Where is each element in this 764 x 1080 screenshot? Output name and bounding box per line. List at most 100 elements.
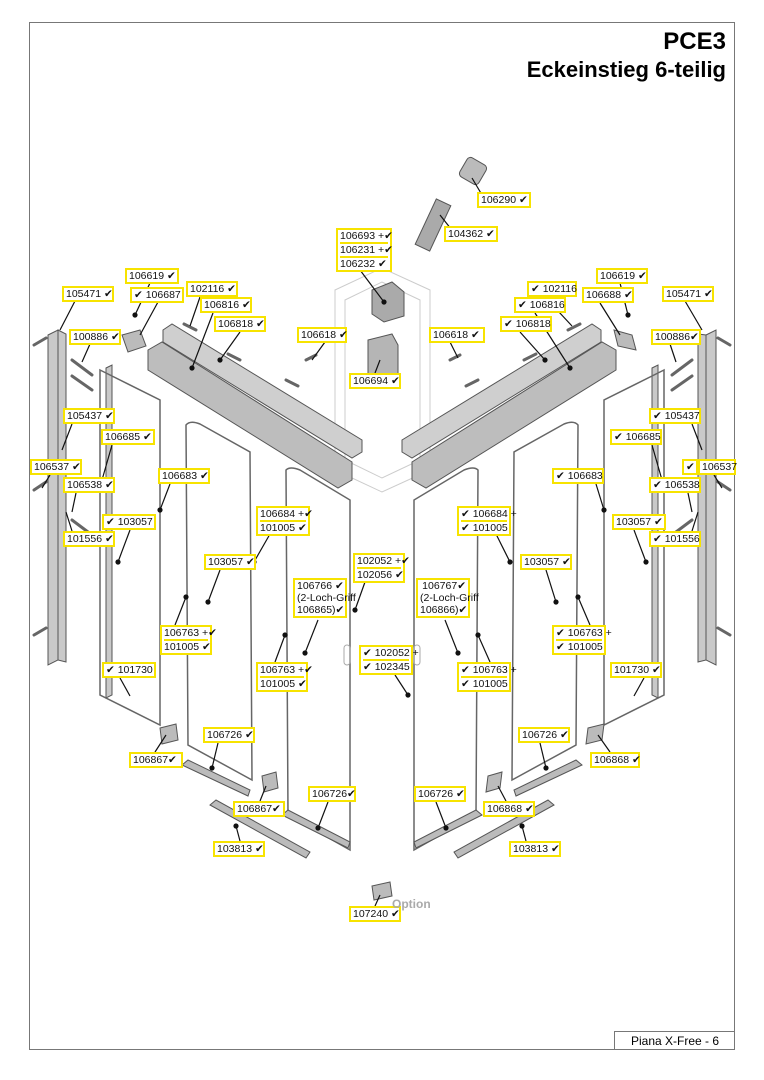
- part-number-line: 104362 ✔: [448, 228, 495, 240]
- part-number-line: 106868 ✔: [594, 754, 641, 766]
- part-number-line: 101005 ✔: [260, 520, 307, 534]
- part-number-label: ✔ 101556: [649, 531, 701, 547]
- part-number-label: 105437 ✔: [63, 408, 115, 424]
- glass-panels: [99, 368, 665, 852]
- part-number-label: 106726 ✔: [203, 727, 255, 743]
- model-subtitle: Eckeinstieg 6-teilig: [526, 57, 726, 82]
- part-number-label: 103057 ✔: [612, 514, 666, 530]
- page-border: [29, 22, 735, 1050]
- part-number-label: 106618 ✔: [429, 327, 485, 343]
- part-number-label: 100886 ✔: [69, 329, 121, 345]
- part-number-label: 106537 ✔: [30, 459, 82, 475]
- part-number-line: 106866)✔: [420, 604, 468, 616]
- part-number-label: ✔ 106818: [500, 316, 552, 332]
- part-number-line: 106867✔: [133, 754, 177, 766]
- part-number-line: 106865)✔: [297, 604, 345, 616]
- part-number-line: ✔ 106685: [614, 431, 661, 443]
- part-number-line: ✔ 106684 +: [461, 508, 517, 520]
- part-number-label: 106537: [698, 459, 738, 475]
- part-number-line: 103057 ✔: [616, 516, 663, 528]
- part-number-label: 106726 ✔: [518, 727, 570, 743]
- part-number-line: ✔ 106538: [653, 479, 700, 491]
- left-top-rails: [147, 323, 363, 489]
- part-number-label: 106619 ✔: [596, 268, 648, 284]
- part-number-line: 103057 ✔: [524, 556, 571, 568]
- part-number-label: 103813 ✔: [213, 841, 265, 857]
- part-number-line: ✔ 101005: [461, 520, 508, 534]
- part-number-line: 106767✔: [422, 580, 466, 592]
- part-number-label: 106685 ✔: [101, 429, 155, 445]
- part-number-label: 106763 +✔101005 ✔: [160, 625, 217, 655]
- screws: [32, 322, 732, 637]
- part-number-line: 103813 ✔: [217, 843, 264, 855]
- page-title: PCE3 Eckeinstieg 6-teilig: [527, 28, 726, 84]
- part-number-line: 105437 ✔: [67, 410, 114, 422]
- part-number-line: 101730 ✔: [614, 664, 661, 676]
- part-number-line: 100886 ✔: [73, 331, 120, 343]
- part-number-label: ✔ 101730: [102, 662, 156, 678]
- part-number-line: 103057 ✔: [208, 556, 255, 568]
- part-number-label: ✔: [682, 459, 698, 475]
- part-number-line: 102052 +✔: [357, 555, 410, 567]
- part-number-label: 106868 ✔: [590, 752, 641, 768]
- part-number-line: 106726 ✔: [522, 729, 569, 741]
- part-number-line: 106537: [702, 461, 738, 473]
- part-number-line: 107240 ✔: [353, 908, 400, 920]
- part-number-line: 102116 ✔: [190, 283, 236, 295]
- part-number-label: ✔ 106684 +✔ 101005: [457, 506, 517, 536]
- part-number-label: ✔ 106685: [610, 429, 662, 445]
- part-number-line: 102056 ✔: [357, 567, 404, 581]
- part-number-label: 100886✔: [651, 329, 701, 345]
- part-number-label: ✔ 106687: [130, 287, 184, 303]
- part-number-label: 104362 ✔: [444, 226, 498, 242]
- bottom-seals: [121, 329, 637, 901]
- part-number-label: 106538 ✔: [63, 477, 115, 493]
- part-number-label: 106688 ✔: [582, 287, 634, 303]
- part-number-line: 106763 +✔: [164, 627, 217, 639]
- part-number-label: ✔ 102052 +✔ 102345: [359, 645, 419, 675]
- part-number-label: 106694 ✔: [349, 373, 401, 389]
- option-label: Option: [392, 897, 431, 911]
- part-number-line: 106868 ✔: [487, 803, 534, 815]
- part-number-label: 106619 ✔: [125, 268, 179, 284]
- part-number-line: 105471 ✔: [66, 288, 113, 300]
- part-number-label: 106683 ✔: [158, 468, 210, 484]
- part-number-line: ✔ 106687: [134, 289, 181, 301]
- part-number-line: 106537 ✔: [34, 461, 81, 473]
- part-number-label: 106867✔: [233, 801, 285, 817]
- part-number-label: 101730 ✔: [610, 662, 662, 678]
- part-number-line: (2-Loch-Griff: [297, 592, 356, 604]
- part-number-line: ✔ 106818: [504, 318, 551, 330]
- part-number-line: 106726✔: [312, 788, 356, 800]
- part-number-line: 106726 ✔: [207, 729, 254, 741]
- part-number-line: ✔ 102116: [531, 283, 577, 295]
- part-number-line: 106867✔: [237, 803, 281, 815]
- part-number-line: ✔ 102345: [363, 659, 410, 673]
- part-number-line: 106726 ✔: [418, 788, 465, 800]
- part-number-label: 103057 ✔: [520, 554, 572, 570]
- part-number-line: ✔ 106763 +: [556, 627, 612, 639]
- part-number-line: 106693 +✔: [340, 230, 393, 242]
- page-footer: Piana X-Free - 6: [614, 1031, 735, 1050]
- part-number-line: 105471 ✔: [666, 288, 713, 300]
- part-number-line: 106538 ✔: [67, 479, 114, 491]
- door-handles: [343, 644, 421, 666]
- part-number-label: 103057 ✔: [204, 554, 256, 570]
- part-number-line: 101556 ✔: [67, 533, 114, 545]
- part-number-label: ✔ 103057: [102, 514, 156, 530]
- part-number-line: 106619 ✔: [600, 270, 647, 282]
- part-number-label: 106290 ✔: [477, 192, 531, 208]
- part-number-line: ✔: [686, 461, 695, 473]
- part-number-line: ✔ 101005: [461, 676, 508, 690]
- part-number-line: ✔ 106683: [556, 470, 603, 482]
- part-number-label: ✔ 106683: [552, 468, 604, 484]
- part-number-line: 106618 ✔: [433, 329, 480, 341]
- part-number-label: ✔ 106538: [649, 477, 701, 493]
- part-number-label: 101556 ✔: [63, 531, 115, 547]
- part-number-label: ✔ 106763 +✔ 101005: [457, 662, 517, 692]
- part-number-line: ✔ 102052 +: [363, 647, 419, 659]
- part-number-line: 106816 ✔: [204, 299, 251, 311]
- part-number-line: ✔ 106763 +: [461, 664, 517, 676]
- right-top-rails: [401, 323, 617, 489]
